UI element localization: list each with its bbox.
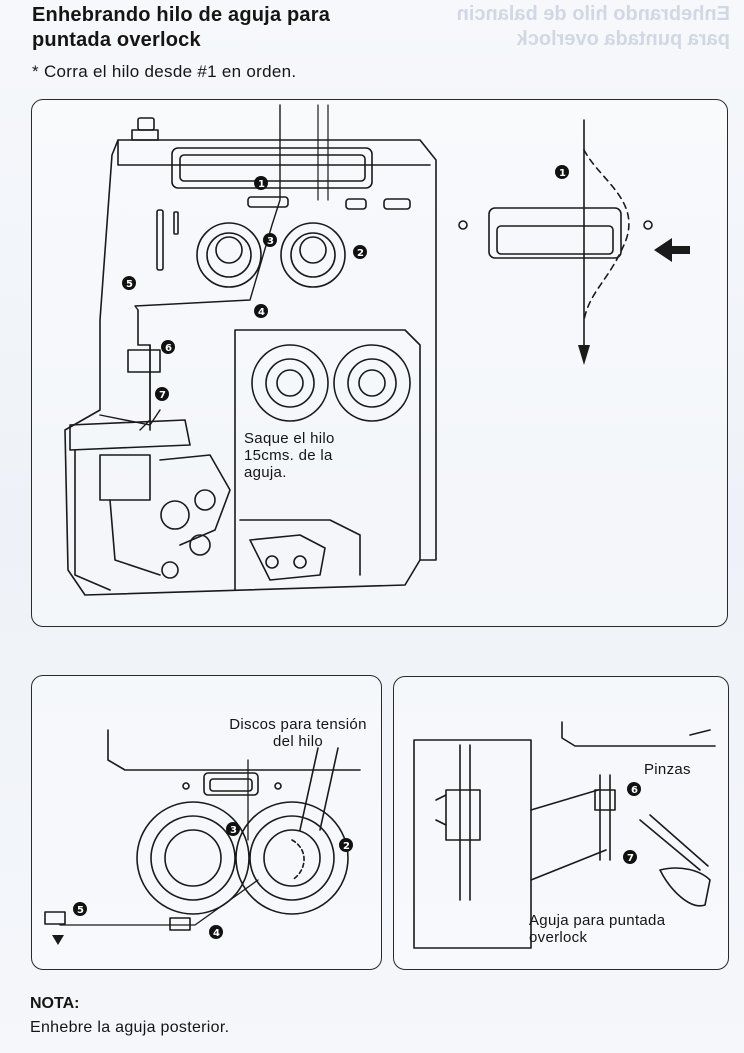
svg-text:2: 2: [343, 841, 350, 852]
tweezers-label: Pinzas: [644, 761, 691, 778]
svg-text:4: 4: [258, 307, 265, 318]
step-markers-needle: 6 7: [623, 782, 641, 864]
overlock-needle-label: Aguja para puntada overlock: [529, 912, 666, 946]
svg-text:3: 3: [267, 236, 274, 247]
note-title: NOTA:: [30, 995, 80, 1012]
main-diagram-panel: [31, 99, 728, 627]
pull-thread-label: Saque el hilo 15cms. de la aguja.: [244, 430, 335, 481]
svg-text:7: 7: [627, 853, 634, 864]
svg-text:2: 2: [357, 248, 364, 259]
svg-text:6: 6: [165, 343, 172, 354]
step-markers-main: 1 2 3 4 5 6 7 1: [122, 165, 569, 401]
svg-text:5: 5: [126, 279, 133, 290]
tension-discs-label: Discos para tensión del hilo: [229, 716, 367, 750]
tension-discs-panel: [31, 675, 382, 970]
svg-text:5: 5: [77, 905, 84, 916]
page-title: Enhebrando hilo de aguja para puntada ov…: [32, 4, 331, 51]
needle-threading-panel: [393, 676, 729, 970]
svg-text:6: 6: [631, 785, 638, 796]
instruction-text: * Corra el hilo desde #1 en orden.: [32, 62, 297, 81]
svg-text:7: 7: [159, 390, 166, 401]
svg-text:4: 4: [213, 928, 220, 939]
step-markers-discs: 2 3 4 5: [73, 822, 353, 939]
svg-text:1: 1: [559, 168, 566, 179]
note-text: Enhebre la aguja posterior.: [30, 1019, 230, 1036]
svg-text:1: 1: [258, 179, 265, 190]
svg-text:3: 3: [230, 825, 237, 836]
